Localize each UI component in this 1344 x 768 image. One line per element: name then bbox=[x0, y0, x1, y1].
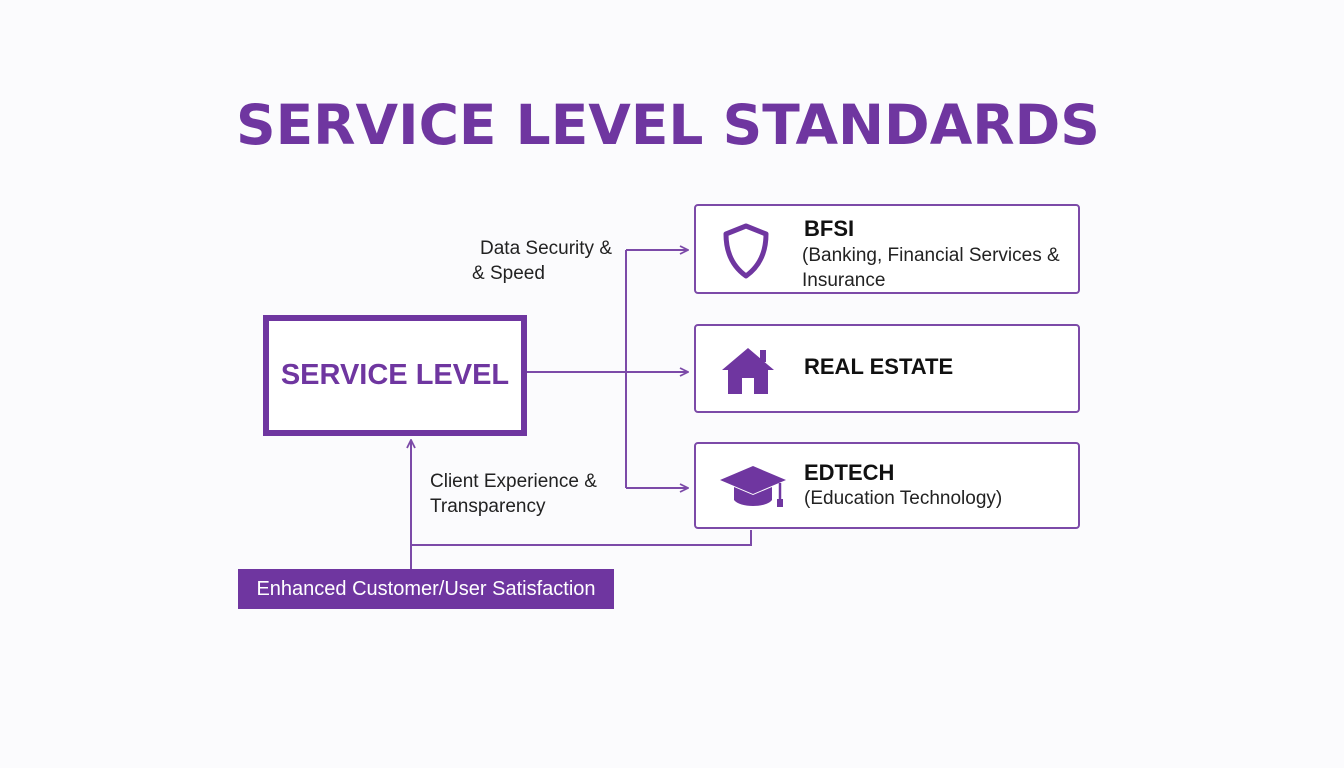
service-level-node: SERVICE LEVEL bbox=[263, 315, 527, 436]
connector-feedback-loop bbox=[411, 530, 752, 546]
edge-label-bottom: Client Experience & Transparency bbox=[430, 471, 597, 517]
edge-label-top: Data Security & & Speed bbox=[472, 238, 612, 284]
sector-desc-edtech: (Education Technology) bbox=[804, 488, 1003, 509]
shield-icon bbox=[718, 222, 774, 285]
page-title: SERVICE LEVEL STANDARDS bbox=[236, 93, 1100, 157]
outcome-label: Enhanced Customer/User Satisfaction bbox=[256, 577, 596, 600]
graduation-cap-icon bbox=[718, 462, 788, 519]
sector-card-realestate: REAL ESTATE bbox=[694, 324, 1080, 413]
sector-title-edtech: EDTECH bbox=[804, 460, 895, 485]
service-level-label: SERVICE LEVEL bbox=[280, 359, 510, 391]
sector-card-edtech: EDTECH (Education Technology) bbox=[694, 442, 1080, 529]
sector-title-bfsi: BFSI bbox=[804, 216, 855, 241]
sector-desc-bfsi: (Banking, Financial Services & Insurance bbox=[802, 245, 1060, 291]
outcome-banner: Enhanced Customer/User Satisfaction bbox=[238, 569, 614, 609]
sector-card-bfsi: BFSI (Banking, Financial Services & Insu… bbox=[694, 204, 1080, 294]
sector-title-realestate: REAL ESTATE bbox=[804, 354, 954, 379]
house-icon bbox=[718, 342, 778, 403]
